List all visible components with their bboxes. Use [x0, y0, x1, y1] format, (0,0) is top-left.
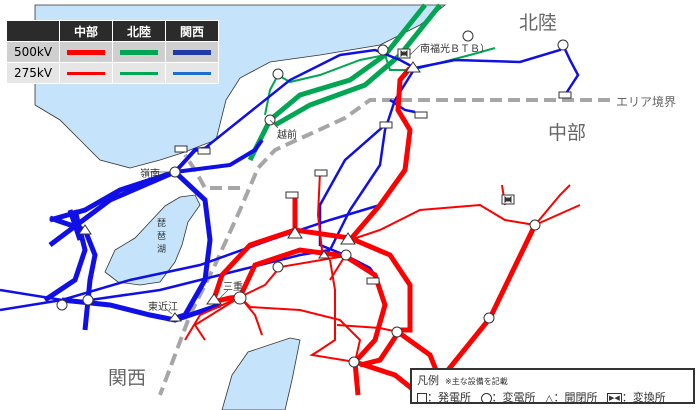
triangle-icon: △ — [545, 391, 554, 405]
facility-legend-title: 凡例 — [417, 374, 439, 387]
substation-icon — [340, 249, 352, 261]
legend-voltage-500: 500kV — [6, 41, 60, 63]
substation-icon — [348, 356, 360, 368]
swatch-chubu-500 — [67, 50, 105, 55]
converter-station-icon — [501, 194, 515, 205]
hokuriku-lines — [247, 3, 496, 162]
area-label-kansai: 関西 — [108, 367, 147, 389]
swatch-chubu-275 — [67, 72, 105, 75]
line-voltage-legend: 中部 北陸 関西 500kV 275kV — [6, 20, 219, 84]
label-leaders — [150, 44, 421, 315]
switching-station-icon — [78, 224, 92, 235]
converter-icon: ▶◀ — [606, 393, 622, 403]
legend-header-kansai: 関西 — [165, 20, 219, 42]
facility-legend-note: ※主な設備を記載 — [445, 377, 508, 386]
substation-icon — [169, 166, 181, 178]
switching-station-icon — [168, 312, 182, 322]
legend-switching-station: ：開閉所 — [553, 391, 598, 404]
area-label-hokuriku: 北陸 — [519, 12, 558, 34]
place-higashiomi: 東近江 — [148, 302, 178, 313]
swatch-hokuriku-275 — [120, 72, 158, 75]
place-minamifukumitsu: 南福光ＢＴＢ） — [420, 44, 490, 55]
legend-converter-station: ：変換所 — [621, 391, 666, 404]
substation-icon — [483, 312, 495, 324]
place-echizen: 越前 — [277, 130, 297, 141]
chubu-lines — [184, 66, 581, 397]
substation-icon — [462, 30, 474, 42]
substation-icon — [82, 294, 94, 306]
power-plant-icon — [314, 169, 328, 177]
substation-icon — [56, 299, 68, 311]
bay — [221, 337, 301, 410]
power-plant-icon — [414, 111, 428, 119]
place-biwako: 琵琶湖 — [157, 219, 167, 255]
power-plant-icon — [174, 145, 188, 153]
power-plant-icon — [379, 121, 393, 129]
power-plant-icon — [285, 191, 299, 199]
area-label-chubu: 中部 — [548, 122, 587, 144]
facility-legend: 凡例 ※主な設備を記載 ：発電所 ：変電所 △：開閉所 ▶◀：変換所 — [410, 368, 695, 405]
legend-header-hokuriku: 北陸 — [112, 20, 166, 42]
place-mie: 三重 — [223, 282, 243, 293]
converter-station-icon — [397, 48, 411, 59]
switching-station-icon — [287, 226, 303, 239]
legend-substation: ：変電所 — [491, 391, 536, 404]
lake-biwa — [104, 194, 201, 286]
switching-station-icon — [405, 61, 421, 73]
place-reinan: 嶺南 — [140, 169, 160, 180]
area-boundary — [158, 98, 610, 396]
substation-icon — [272, 261, 284, 273]
power-plant-icon — [197, 147, 211, 155]
power-plant-icon — [366, 277, 380, 285]
substation-icon — [557, 39, 569, 51]
legend-voltage-275: 275kV — [6, 62, 60, 84]
swatch-hokuriku-500 — [120, 50, 158, 55]
switching-station-icon — [206, 293, 222, 305]
substation-icon — [377, 44, 389, 56]
circle-icon — [480, 392, 492, 404]
substation-icon — [391, 326, 403, 338]
substation-icon — [529, 219, 541, 231]
boundary-label: エリア境界 — [616, 95, 677, 109]
legend-corner — [6, 20, 60, 42]
legend-power-plant: ：発電所 — [427, 391, 471, 404]
facilities — [56, 30, 572, 368]
legend-header-chubu: 中部 — [59, 20, 113, 42]
swatch-kansai-275 — [173, 72, 211, 75]
power-plant-icon — [558, 91, 572, 99]
switching-station-icon — [318, 250, 330, 259]
swatch-kansai-500 — [173, 50, 211, 55]
substation-icon — [233, 291, 247, 305]
switching-station-icon — [340, 232, 356, 245]
square-icon — [417, 393, 427, 403]
substation-icon — [272, 68, 284, 80]
